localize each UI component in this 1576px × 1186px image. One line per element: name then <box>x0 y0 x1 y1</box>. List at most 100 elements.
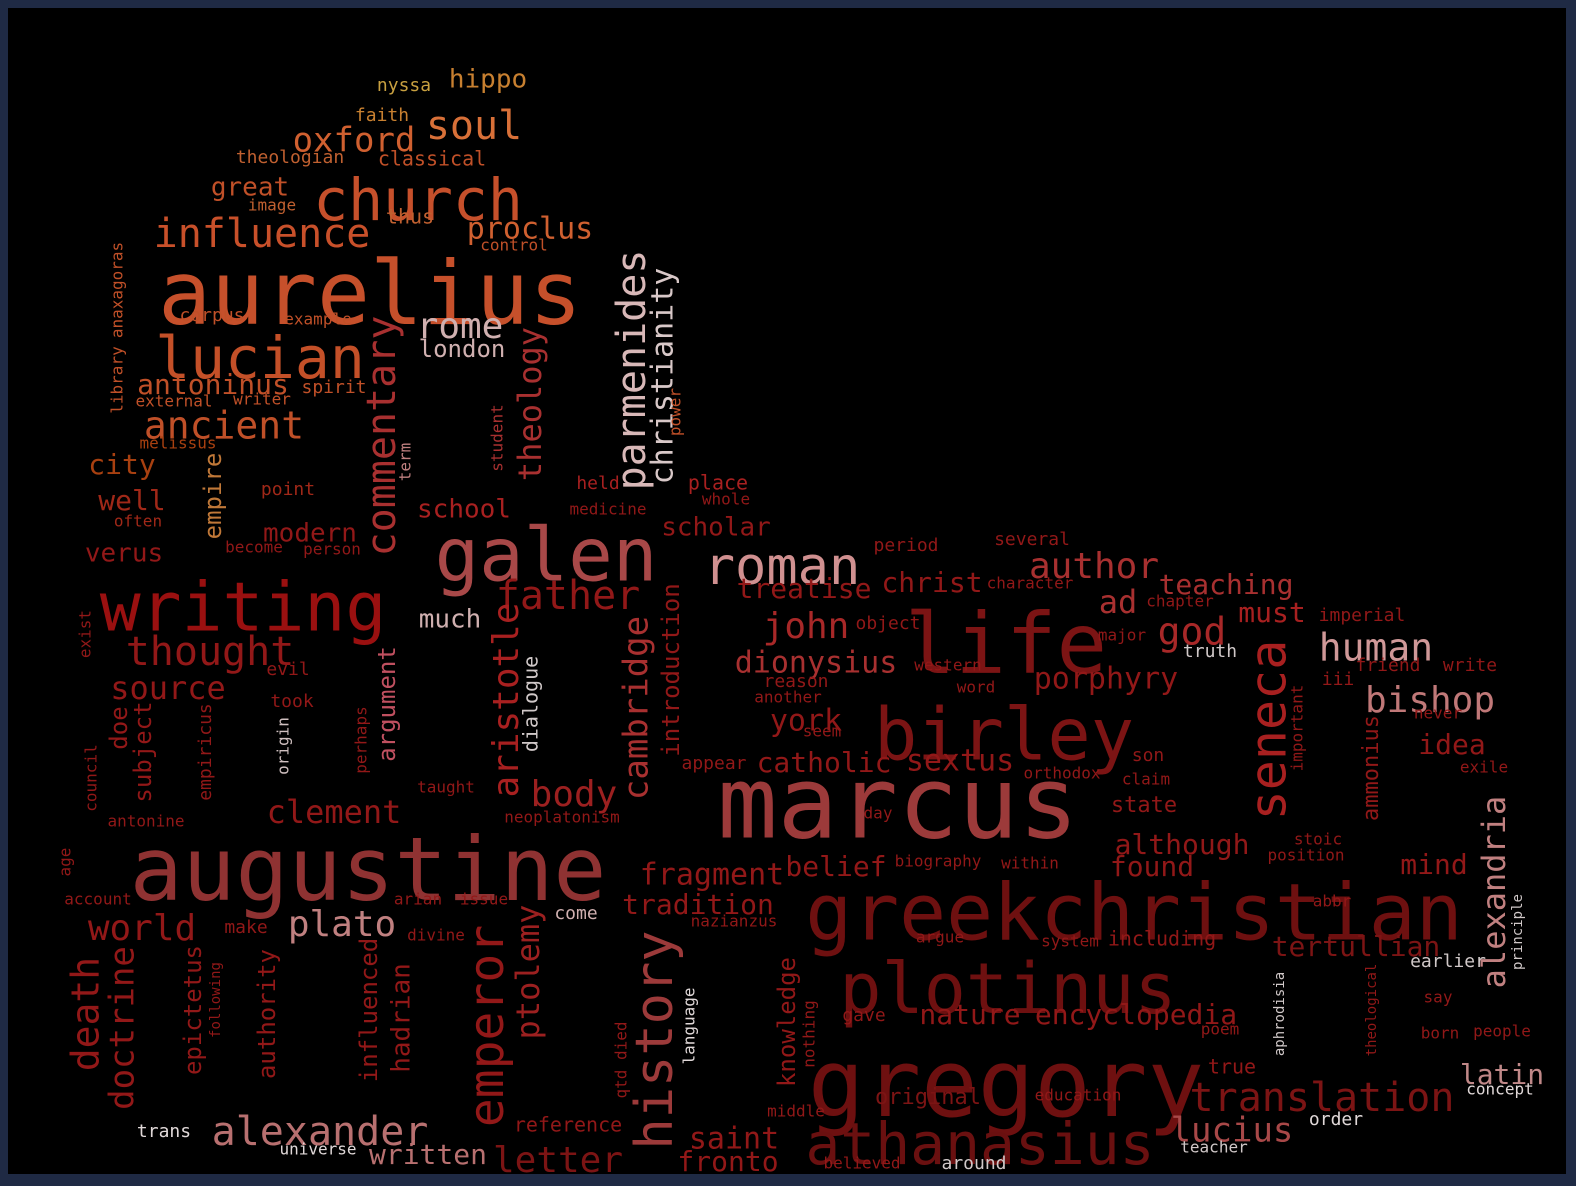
cloud-word: origin <box>274 717 293 775</box>
cloud-word: proclus <box>467 212 593 247</box>
cloud-word: idea <box>1418 728 1485 761</box>
cloud-word: birley <box>874 693 1134 777</box>
cloud-word: much <box>419 605 482 635</box>
cloud-word: classical <box>378 147 486 171</box>
cloud-word: position <box>1267 846 1344 865</box>
cloud-word: gave <box>842 1005 885 1026</box>
cloud-word: clement <box>267 793 402 831</box>
cloud-word: source <box>110 669 226 707</box>
cloud-word: appear <box>681 753 746 774</box>
cloud-word: person <box>303 540 361 559</box>
cloud-word: exist <box>76 610 95 658</box>
cloud-word: language <box>680 987 699 1064</box>
cloud-word: including <box>1108 927 1216 951</box>
cloud-word: treatise <box>737 572 872 605</box>
cloud-word: become <box>225 538 283 557</box>
cloud-word: soul <box>426 103 522 149</box>
cloud-word: whole <box>702 490 750 509</box>
cloud-word: earlier <box>1410 951 1486 972</box>
cloud-word: plato <box>288 904 396 945</box>
cloud-word: reason <box>763 671 828 692</box>
cloud-word: aphrodisia <box>1272 972 1288 1056</box>
cloud-word: people <box>1473 1022 1531 1041</box>
cloud-word: make <box>224 917 267 938</box>
cloud-word: argue <box>916 928 964 947</box>
cloud-word: epictetus <box>179 945 207 1075</box>
cloud-word: fragment <box>640 858 785 893</box>
cloud-word: london <box>419 335 506 363</box>
cloud-word: fronto <box>677 1145 778 1174</box>
cloud-word: arian <box>394 890 442 909</box>
cloud-word: latin <box>1460 1058 1544 1091</box>
cloud-word: another <box>754 688 822 707</box>
cloud-word: saint <box>689 1122 779 1157</box>
cloud-word: claim <box>1122 770 1170 789</box>
cloud-word: john <box>763 606 850 647</box>
cloud-word: well <box>98 484 165 517</box>
cloud-word: principle <box>1510 894 1526 970</box>
cloud-word: come <box>554 903 597 924</box>
cloud-word: commentary <box>359 316 405 557</box>
cloud-word: christ <box>881 566 982 599</box>
cloud-word: control <box>480 236 547 255</box>
cloud-word: oxford <box>293 121 416 161</box>
cloud-word: galen <box>435 513 658 599</box>
cloud-word: library <box>108 346 127 414</box>
cloud-word: neoplatonism <box>504 808 620 827</box>
cloud-word: account <box>64 890 131 909</box>
cloud-word: order <box>1309 1109 1363 1130</box>
cloud-word: teacher <box>1180 1138 1248 1157</box>
cloud-word: ad <box>1099 583 1138 621</box>
cloud-word: nothing <box>800 1000 819 1067</box>
cloud-word: christianity <box>646 268 681 485</box>
cloud-word: image <box>248 196 296 215</box>
cloud-word: orthodox <box>1023 764 1100 783</box>
cloud-word: term <box>396 443 415 482</box>
cloud-word: truth <box>1183 641 1237 662</box>
cloud-word: iii <box>1322 669 1355 690</box>
cloud-word: universe <box>279 1140 356 1159</box>
cloud-word: alexander <box>212 1109 429 1155</box>
cloud-word: taught <box>417 778 475 797</box>
cloud-word: divine <box>407 926 465 945</box>
cloud-word: hadrian <box>387 963 417 1073</box>
cloud-word: following <box>208 962 224 1038</box>
cloud-word: born <box>1421 1024 1460 1043</box>
cloud-word: life <box>905 595 1107 693</box>
cloud-word: empire <box>199 453 227 540</box>
cloud-word: aurelius <box>158 242 582 345</box>
cloud-word: power <box>666 388 685 437</box>
cloud-word: subject <box>129 701 157 802</box>
cloud-word: exile <box>1460 758 1508 777</box>
cloud-word: tradition <box>622 888 774 921</box>
cloud-word: human <box>1319 626 1433 670</box>
cloud-word: death <box>64 957 108 1071</box>
cloud-word: system <box>1041 932 1099 951</box>
cloud-word: city <box>88 448 155 481</box>
cloud-word: found <box>1110 850 1194 883</box>
cloud-word: seneca <box>1240 640 1298 821</box>
cloud-word: written <box>369 1138 487 1171</box>
cloud-word: doe <box>105 706 133 749</box>
cloud-word: spirit <box>301 377 366 398</box>
cloud-word: writer <box>233 390 291 409</box>
cloud-word: never <box>1414 704 1463 723</box>
cloud-word: alexandria <box>1475 796 1513 989</box>
cloud-word: parmenides <box>609 250 655 491</box>
cloud-word: poem <box>1201 1020 1240 1039</box>
cloud-word: nyssa <box>377 75 431 96</box>
cloud-word: dialogue <box>519 656 543 752</box>
cloud-word: son <box>1132 745 1165 766</box>
cloud-word: seem <box>803 722 842 741</box>
cloud-word: aristotle <box>486 602 527 797</box>
cloud-word: influenced <box>355 938 383 1083</box>
cloud-word: biography <box>895 852 982 871</box>
cloud-word: reference <box>514 1113 622 1137</box>
cloud-word: plotinus <box>839 948 1176 1030</box>
cloud-word: gregory <box>808 1030 1204 1139</box>
cloud-word: marcus <box>717 744 1078 861</box>
cloud-word: athanasius <box>805 1110 1154 1174</box>
cloud-word: rome <box>417 306 504 347</box>
cloud-word: trans <box>137 1121 191 1142</box>
